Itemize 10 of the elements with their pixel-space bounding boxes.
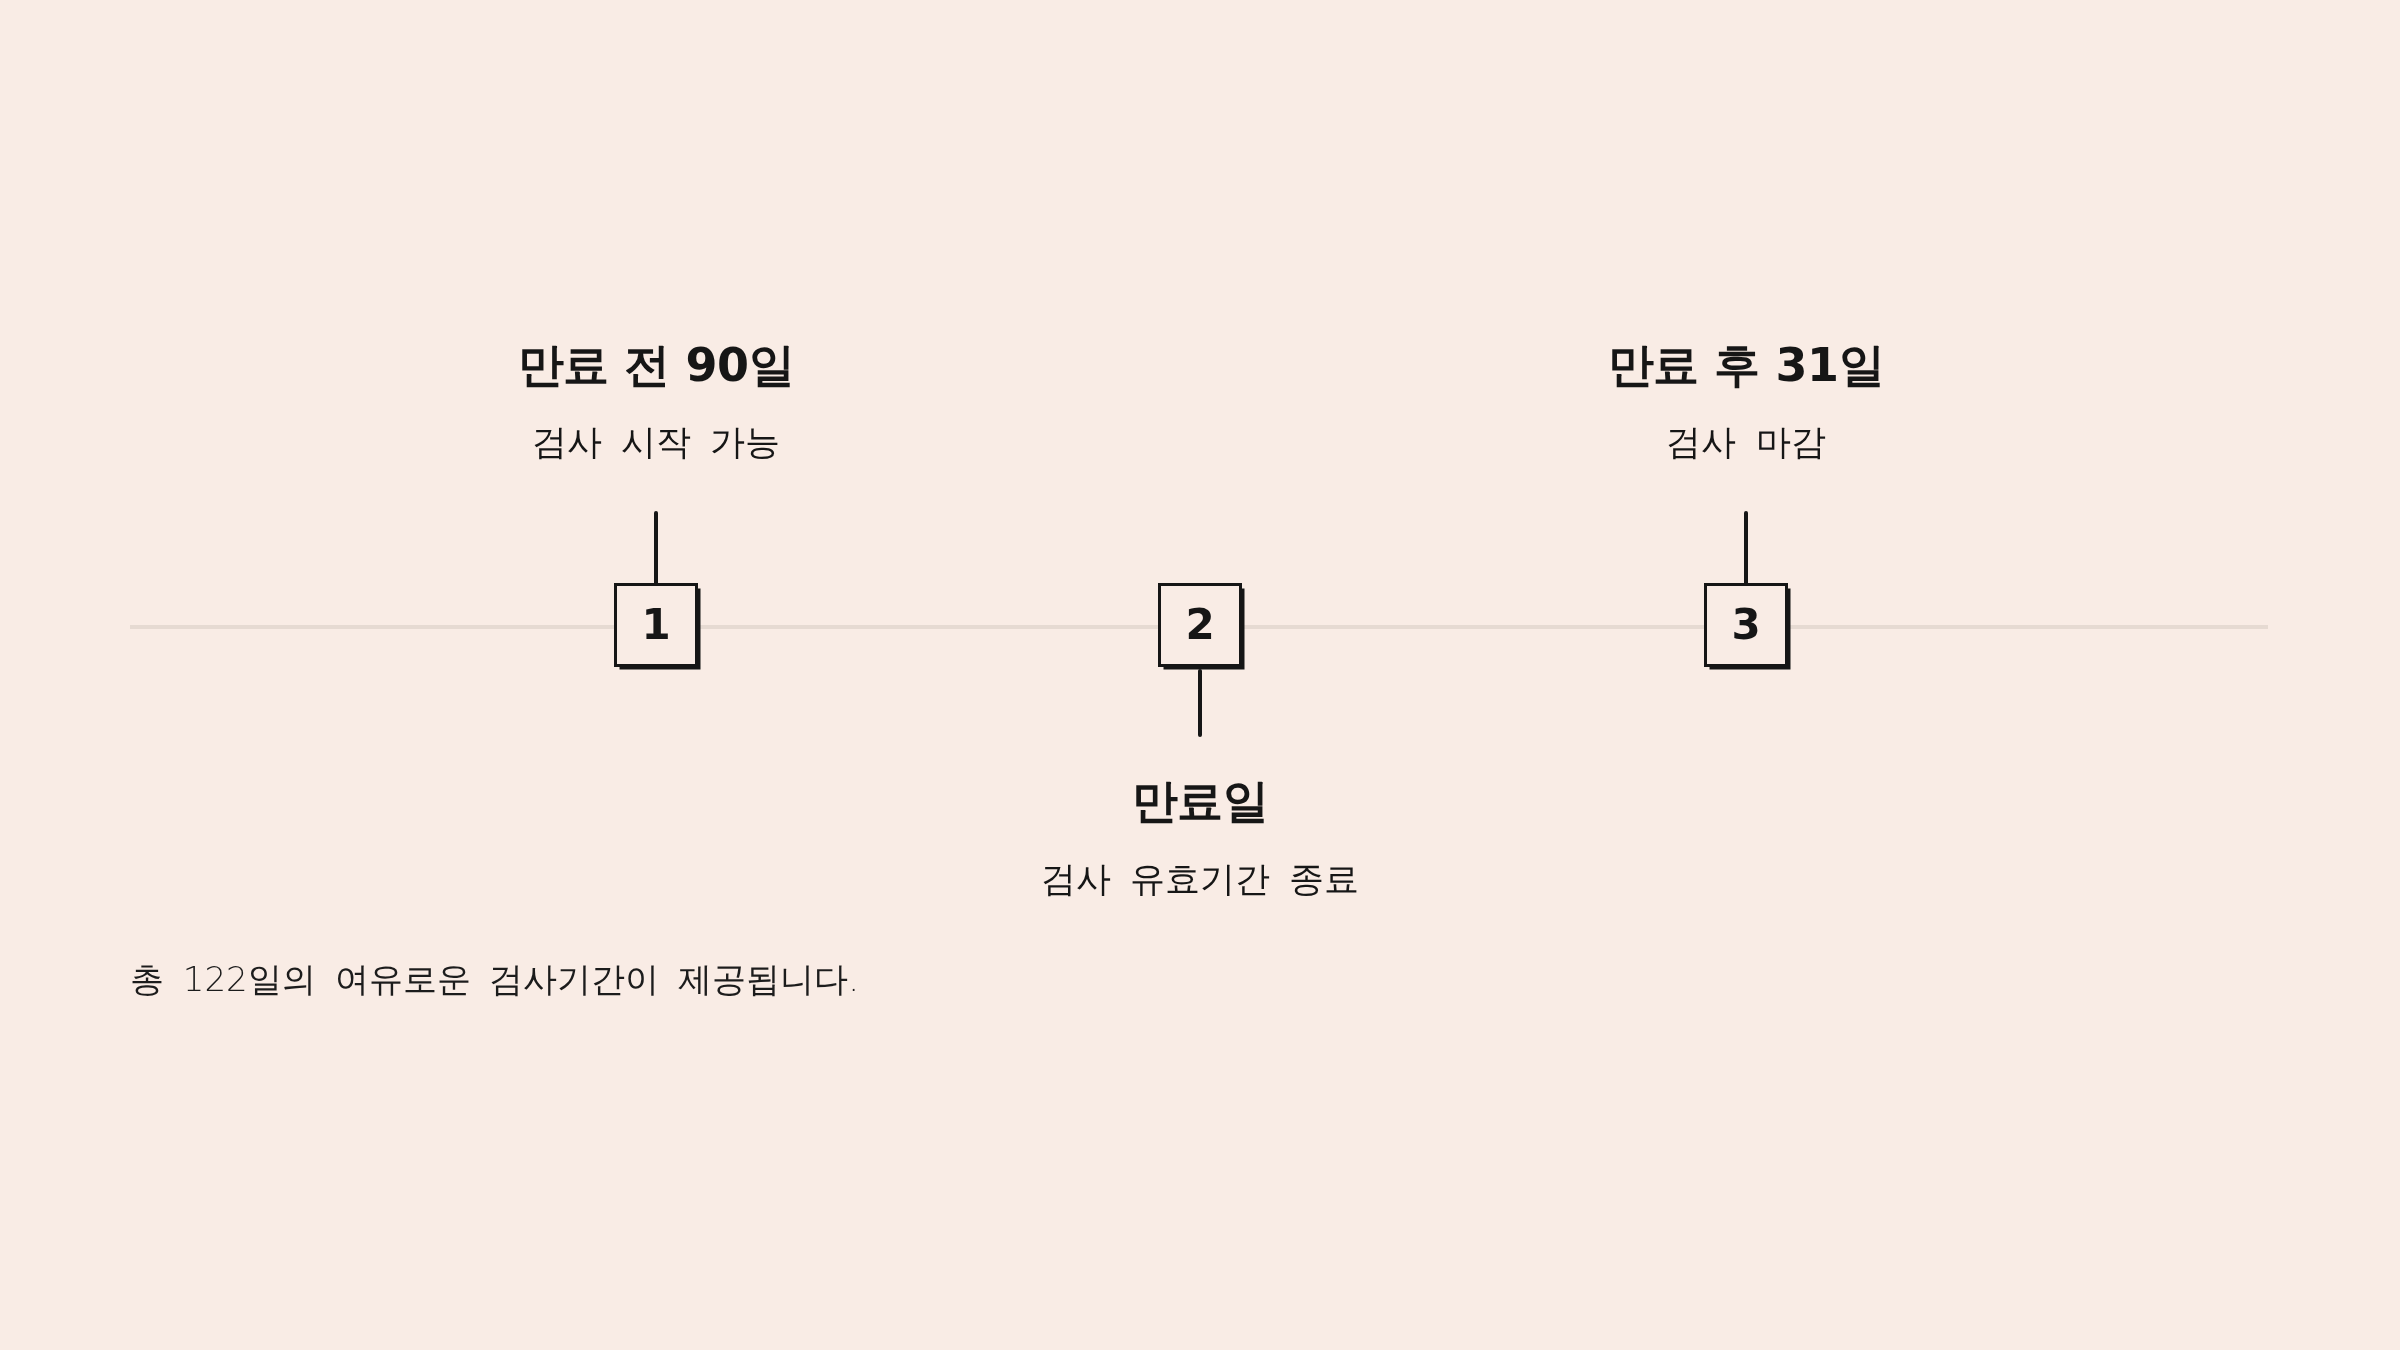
- milestone-description: 검사 유효기간 종료: [1040, 858, 1360, 901]
- leader-line: [654, 511, 658, 585]
- milestone-description: 검사 시작 가능: [531, 421, 781, 464]
- leader-line: [1198, 669, 1202, 737]
- milestone-title: 만료일: [1131, 774, 1269, 829]
- leader-line: [1744, 511, 1748, 585]
- summary-note: 총 122일의 여유로운 검사기간이 제공됩니다.: [130, 958, 859, 1001]
- milestone-description: 검사 마감: [1666, 421, 1826, 464]
- milestone-title: 만료 전 90일: [517, 338, 794, 393]
- milestone-title: 만료 후 31일: [1607, 338, 1884, 393]
